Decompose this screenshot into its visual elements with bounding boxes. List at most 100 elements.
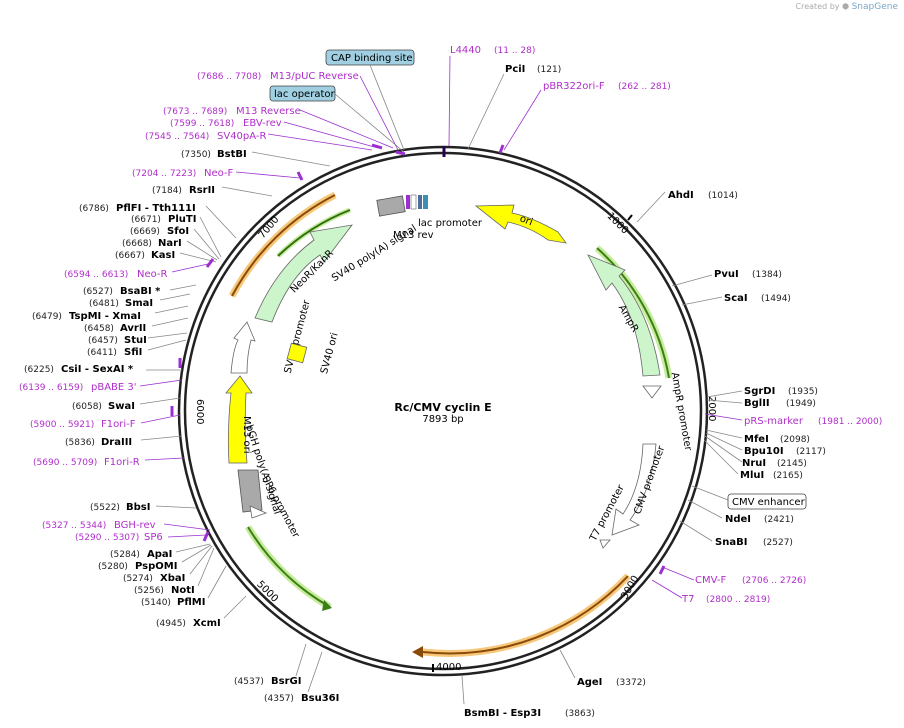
orf-line-ampr <box>596 247 670 379</box>
site-smai[interactable]: (6481)SmaI <box>89 293 191 309</box>
site-name: NarI <box>158 238 182 249</box>
site-sfoi[interactable]: (6669)SfoI <box>130 226 220 260</box>
site-name: PciI <box>505 64 525 75</box>
primer-name: F1ori-R <box>104 457 140 468</box>
site-rsrii[interactable]: (7184) RsrII <box>152 185 273 197</box>
primer-pos: (6139 .. 6159) <box>19 383 83 393</box>
site-name: SnaBI <box>715 537 747 548</box>
site-pos: (121) <box>537 65 561 75</box>
site-name: DraIII <box>101 437 132 448</box>
site-name: XbaI <box>160 573 185 584</box>
site-name: StuI <box>124 335 147 346</box>
site-draiii[interactable]: (5836)DraIII <box>65 435 183 448</box>
primer-m13-puc-reverse[interactable]: (7686 .. 7708)M13/pUC Reverse <box>197 71 406 156</box>
site-avrii[interactable]: (6458)AvrII <box>84 317 189 334</box>
boxed-lac-operator[interactable]: lac operator <box>269 85 405 153</box>
site-xbai[interactable]: (5274)XbaI <box>123 545 213 584</box>
primer-pos: (5290 .. 5307) <box>75 533 139 543</box>
site-nrui[interactable]: NruI(2145) <box>704 435 807 469</box>
primer-pos: (7673 .. 7689) <box>163 107 227 117</box>
site-pos: (1935) <box>788 387 818 397</box>
site-pflfi-tth111i[interactable]: (6786)PflFI - Tth111I <box>79 203 237 239</box>
site-pos: (1014) <box>708 191 738 201</box>
primer-ebv-rev[interactable]: (7599 .. 7618)EBV-rev <box>170 118 379 149</box>
site-bsabi[interactable]: (6527)BsaBI * <box>83 284 197 297</box>
site-apai[interactable]: (5284)ApaI <box>110 543 211 560</box>
feature-ori: ori <box>474 204 567 244</box>
primer-sv40pa-r[interactable]: (7545 .. 7564)SV40pA-R <box>145 131 383 151</box>
site-pluti[interactable]: (6671)PluTI <box>131 214 222 258</box>
primer-name: pRS-marker <box>744 416 804 427</box>
feature-sv40-polya-box <box>376 195 406 217</box>
primer-neo-r[interactable]: (6594 .. 6613)Neo-R <box>64 258 215 280</box>
site-agei[interactable]: AgeI(3372) <box>559 649 646 688</box>
primer-sp6[interactable]: (5290 .. 5307) SP6 <box>75 531 210 543</box>
site-stui[interactable]: (6457)StuI <box>88 332 188 346</box>
site-pos: (3372) <box>616 678 646 688</box>
feature-sp6-promoter-arrow <box>249 505 268 519</box>
primer-l4440[interactable]: L4440(11 .. 28) <box>448 45 535 147</box>
site-tspmi-xmai[interactable]: (6479)TspMI - XmaI <box>32 305 189 322</box>
primer-bgh-rev[interactable]: (5327 .. 5344)BGH-rev <box>42 520 211 531</box>
orf-arrow-lower <box>322 600 332 611</box>
feature-bgh-polya <box>237 469 263 513</box>
site-mfei[interactable]: MfeI(2098) <box>705 429 810 445</box>
site-sfii[interactable]: (6411)SfiI <box>87 339 187 358</box>
feature-label-m13-ori: M13 ori <box>241 416 252 454</box>
boxed-cap-binding-site[interactable]: CAP binding site <box>325 49 415 151</box>
site-pos: (1949) <box>786 399 816 409</box>
site-xcmi[interactable]: (4945)XcmI <box>156 595 247 629</box>
site-pos: (6527) <box>83 287 113 297</box>
primer-cmv-f[interactable]: CMV-F(2706 .. 2726) <box>658 565 806 586</box>
site-name: PvuI <box>714 269 739 280</box>
site-pos: (7184) <box>152 186 182 196</box>
site-name: RsrII <box>189 185 215 196</box>
primer-prs-marker[interactable]: pRS-marker(1981 .. 2000) <box>704 413 882 427</box>
site-bsmbi-esp3i[interactable]: BsmBI - Esp3I(3863) <box>461 675 595 719</box>
site-ndei[interactable]: NdeI(2421) <box>687 499 794 525</box>
site-ahdi[interactable]: AhdI(1014) <box>636 190 738 223</box>
site-nari[interactable]: (6668)NarI <box>122 238 218 261</box>
primer-name: SP6 <box>144 532 163 543</box>
primer-name: L4440 <box>450 45 481 56</box>
site-pflmi[interactable]: (5140)PflMI <box>141 565 227 608</box>
site-snabi[interactable]: SnaBI(2527) <box>679 520 793 548</box>
site-name: BglII <box>744 398 770 409</box>
primer-f1ori-r[interactable]: (5690 .. 5709)F1ori-R <box>33 457 185 468</box>
site-name: Bpu10I <box>744 446 784 457</box>
site-name: KasI <box>151 250 175 261</box>
primer-pos: (7686 .. 7708) <box>197 72 261 82</box>
site-bbsi[interactable]: (5522)BbsI <box>90 502 197 513</box>
site-scai[interactable]: ScaI(1494) <box>681 293 791 306</box>
site-kasi[interactable]: (6667) KasI <box>115 250 217 263</box>
boxed-cmv-enhancer[interactable]: CMV enhancer <box>691 485 807 510</box>
site-pos: (6669) <box>130 227 160 237</box>
primer-pbabe-3[interactable]: (6139 .. 6159)pBABE 3' <box>19 358 183 393</box>
site-csii-sexai[interactable]: (6225)CsiI - SexAI * <box>24 364 182 375</box>
primer-pos: (262 .. 281) <box>618 82 671 92</box>
site-bsu36i[interactable]: (4357)Bsu36I <box>264 651 339 704</box>
site-pcii[interactable]: PciI (121) <box>467 64 561 150</box>
site-pvui[interactable]: PvuI(1384) <box>671 269 782 287</box>
site-sgrdi[interactable]: SgrDI(1935) <box>706 386 818 398</box>
site-bpu10i[interactable]: Bpu10I(2117) <box>705 432 826 457</box>
primer-neo-f[interactable]: (7204 .. 7223)Neo-F <box>132 168 304 181</box>
orf-arrow-cyclin <box>412 646 423 658</box>
site-name: CsiI - SexAI * <box>61 364 134 375</box>
primer-f1ori-f[interactable]: (5900 .. 5921)F1ori-F <box>30 406 181 430</box>
primer-pos: (7599 .. 7618) <box>170 119 234 129</box>
site-mlui[interactable]: MluI(2165) <box>703 439 803 481</box>
site-noti[interactable]: (5256)NotI <box>134 547 215 596</box>
feature-label-lac-promoter: lac promoter <box>418 218 483 229</box>
site-bsrgi[interactable]: (4537)BsrGI <box>234 643 307 687</box>
site-pos: (6667) <box>115 251 145 261</box>
primer-m13-reverse[interactable]: (7673 .. 7689)M13 Reverse <box>163 106 394 149</box>
primer-t7[interactable]: T7(2800 .. 2819) <box>651 579 770 605</box>
site-swai[interactable]: (6058)SwaI <box>72 397 181 412</box>
feature-t7-promoter-arrow <box>599 539 611 549</box>
site-name: PflMI <box>177 597 205 608</box>
site-bstbi[interactable]: (7350)BstBI <box>181 149 331 167</box>
site-bglii[interactable]: BglII (1949) <box>706 398 816 409</box>
site-pspomi[interactable]: (5280)PspOMI <box>98 544 212 572</box>
primer-pbr322ori-f[interactable]: pBR322ori-F(262 .. 281) <box>498 81 671 154</box>
